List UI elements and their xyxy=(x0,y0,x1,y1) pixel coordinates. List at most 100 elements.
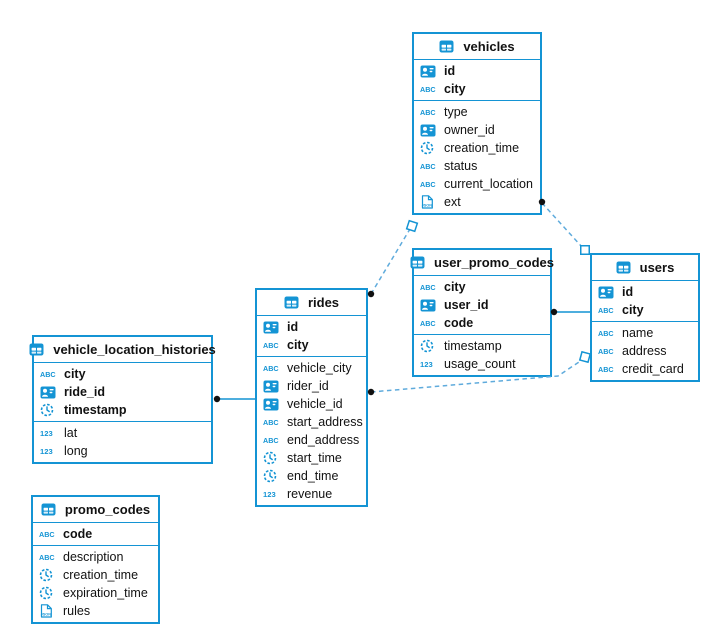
field-row-start_time: start_time xyxy=(257,449,366,467)
field-name: revenue xyxy=(287,487,333,501)
table-icon xyxy=(284,296,303,309)
table-user_promo_codes[interactable]: user_promo_codes ABC city user_id ABC co… xyxy=(410,248,554,377)
table-rides[interactable]: rides id ABC city ABC vehicle_city rider… xyxy=(255,288,368,507)
table-icon xyxy=(439,40,458,53)
field-name: timestamp xyxy=(444,339,502,353)
field-name: address xyxy=(622,344,667,358)
id-badge-icon xyxy=(40,386,59,399)
table-header[interactable]: vehicles xyxy=(414,34,540,60)
clock-icon xyxy=(39,586,58,600)
id-badge-icon xyxy=(263,398,282,411)
table-vehicle_location_histories[interactable]: vehicle_location_histories ABC city ride… xyxy=(29,335,216,464)
field-name: start_time xyxy=(287,451,342,465)
json-icon: JSON xyxy=(39,604,58,618)
svg-text:ABC: ABC xyxy=(263,364,279,373)
svg-text:ABC: ABC xyxy=(598,347,614,356)
field-name: lat xyxy=(64,426,78,440)
primary-key-section: id ABC city xyxy=(414,60,540,101)
field-row-name: ABC name xyxy=(592,324,698,342)
field-row-city: ABC city xyxy=(592,301,698,319)
field-name: user_id xyxy=(444,298,489,312)
table-title: user_promo_codes xyxy=(434,255,554,270)
field-row-start_address: ABC start_address xyxy=(257,413,366,431)
field-row-city: ABC city xyxy=(414,80,540,98)
field-row-end_time: end_time xyxy=(257,467,366,485)
fields-section: 123 lat 123 long xyxy=(34,422,211,462)
table-header[interactable]: rides xyxy=(257,290,366,316)
abc-string-icon: ABC xyxy=(263,417,282,427)
svg-text:ABC: ABC xyxy=(40,370,56,379)
svg-text:ABC: ABC xyxy=(598,365,614,374)
field-name: city xyxy=(444,280,466,294)
primary-key-section: ABC city ride_id timestamp xyxy=(34,363,211,422)
field-name: name xyxy=(622,326,654,340)
field-name: creation_time xyxy=(444,141,520,155)
table-header[interactable]: user_promo_codes xyxy=(410,250,554,276)
table-promo_codes[interactable]: promo_codes ABC code ABC description cre… xyxy=(31,495,160,624)
field-row-rules: JSON rules xyxy=(33,602,158,620)
table-vehicles[interactable]: vehicles id ABC city ABC type owner_id c… xyxy=(412,32,542,215)
svg-text:ABC: ABC xyxy=(598,306,614,315)
table-header[interactable]: users xyxy=(592,255,698,281)
svg-text:JSON: JSON xyxy=(422,204,433,208)
table-title: users xyxy=(639,260,675,275)
json-icon: JSON xyxy=(420,195,439,209)
field-row-city: ABC city xyxy=(257,336,366,354)
cardinality-square xyxy=(405,219,419,233)
table-header[interactable]: vehicle_location_histories xyxy=(29,337,216,363)
svg-text:ABC: ABC xyxy=(263,341,279,350)
table-header[interactable]: promo_codes xyxy=(33,497,158,523)
svg-text:ABC: ABC xyxy=(420,319,436,328)
field-name: creation_time xyxy=(63,568,139,582)
id-badge-icon xyxy=(263,380,282,393)
id-badge-icon xyxy=(420,124,439,137)
table-users[interactable]: users id ABC city ABC name ABC address A… xyxy=(590,253,700,382)
table-title: promo_codes xyxy=(64,502,151,517)
id-badge-icon xyxy=(420,299,439,312)
field-name: end_time xyxy=(287,469,339,483)
clock-icon xyxy=(263,451,282,465)
field-row-usage_count: 123 usage_count xyxy=(414,355,550,373)
clock-icon xyxy=(420,339,439,353)
field-name: id xyxy=(287,320,299,334)
clock-icon xyxy=(39,568,58,582)
table-title: rides xyxy=(307,295,340,310)
abc-string-icon: ABC xyxy=(40,369,59,379)
field-row-vehicle_city: ABC vehicle_city xyxy=(257,359,366,377)
field-name: current_location xyxy=(444,177,533,191)
field-row-timestamp: timestamp xyxy=(414,337,550,355)
cardinality-dot xyxy=(367,290,375,298)
relationship-rides-vehicles xyxy=(370,228,411,295)
table-icon xyxy=(29,343,48,356)
svg-text:ABC: ABC xyxy=(420,108,436,117)
field-name: credit_card xyxy=(622,362,684,376)
field-name: id xyxy=(444,64,456,78)
field-row-code: ABC code xyxy=(414,314,550,332)
relationship-vehicles-users xyxy=(541,202,583,248)
svg-text:ABC: ABC xyxy=(39,553,55,562)
svg-text:ABC: ABC xyxy=(420,180,436,189)
number-123-icon: 123 xyxy=(420,359,439,369)
field-name: expiration_time xyxy=(63,586,148,600)
field-name: vehicle_city xyxy=(287,361,352,375)
field-row-user_id: user_id xyxy=(414,296,550,314)
id-badge-icon xyxy=(263,321,282,334)
fields-section: ABC type owner_id creation_time ABC stat… xyxy=(414,101,540,213)
field-row-expiration_time: expiration_time xyxy=(33,584,158,602)
field-name: ride_id xyxy=(64,385,105,399)
abc-string-icon: ABC xyxy=(598,328,617,338)
abc-string-icon: ABC xyxy=(420,107,439,117)
cardinality-dot xyxy=(367,388,375,396)
field-row-address: ABC address xyxy=(592,342,698,360)
primary-key-section: ABC city user_id ABC code xyxy=(414,276,550,335)
id-badge-icon xyxy=(598,286,617,299)
svg-text:ABC: ABC xyxy=(598,329,614,338)
field-row-city: ABC city xyxy=(34,365,211,383)
field-name: city xyxy=(444,82,466,96)
field-row-owner_id: owner_id xyxy=(414,121,540,139)
field-name: city xyxy=(64,367,86,381)
svg-text:ABC: ABC xyxy=(420,283,436,292)
abc-string-icon: ABC xyxy=(598,346,617,356)
field-name: start_address xyxy=(287,415,363,429)
